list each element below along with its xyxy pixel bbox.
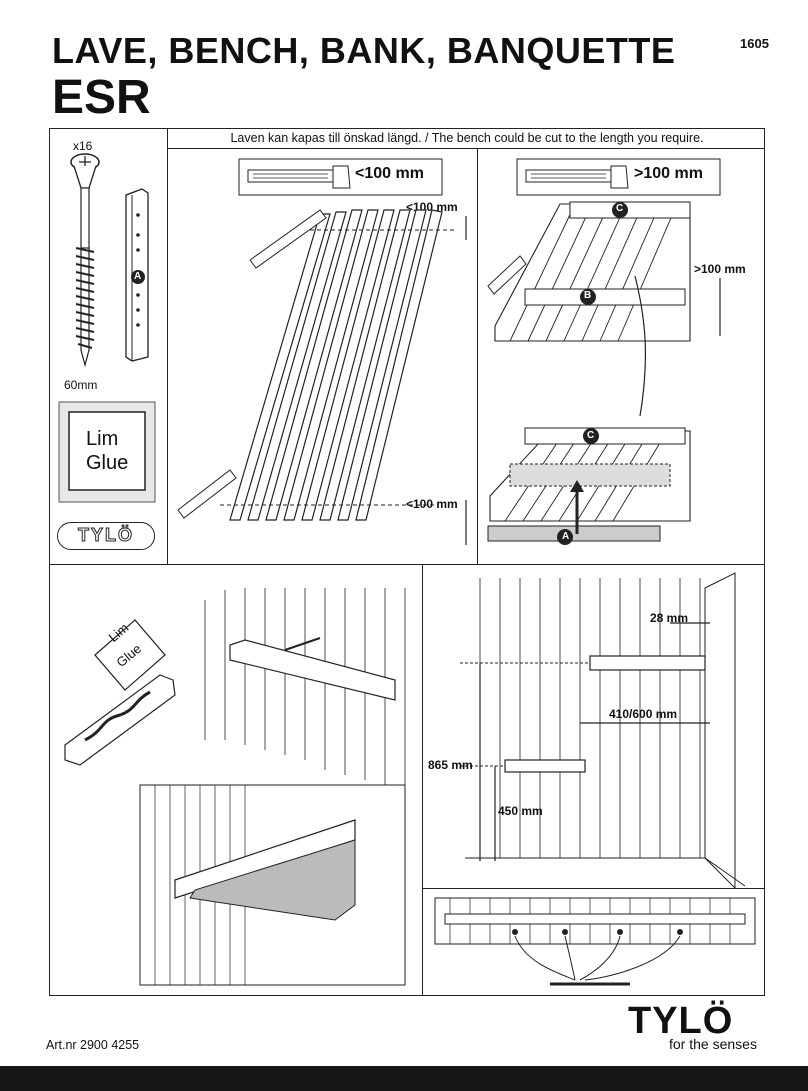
brand-tagline: for the senses xyxy=(669,1036,757,1052)
document-title: LAVE, BENCH, BANK, BANQUETTE xyxy=(52,30,676,71)
dim-height-low: 450 mm xyxy=(498,804,543,818)
saw-icon-short xyxy=(238,158,443,196)
footer-bar xyxy=(0,1066,808,1091)
screw-quantity: x16 xyxy=(73,139,93,153)
article-number: Art.nr 2900 4255 xyxy=(46,1038,140,1052)
label-b: B xyxy=(584,290,592,301)
screw-length: 60mm xyxy=(64,378,98,392)
tylo-badge: TYLÖ xyxy=(57,522,155,550)
dim-right-long: >100 mm xyxy=(694,262,746,276)
label-c-bottom: C xyxy=(587,430,595,441)
glue-package-icon xyxy=(58,401,156,503)
cut-caption: Laven kan kapas till önskad längd. / The… xyxy=(230,131,704,145)
saw-icon-long xyxy=(516,158,721,196)
instruction-frame xyxy=(49,128,765,996)
divider-bench-view xyxy=(423,888,765,889)
bracket-a-icon xyxy=(125,188,149,362)
model-name: ESR xyxy=(52,71,151,124)
dim-wall-gap: 28 mm xyxy=(650,611,689,625)
bench-mounting-illustration xyxy=(64,588,406,986)
bench-underside-illustration xyxy=(434,897,756,986)
dim-height-top: 865 mm xyxy=(428,758,473,772)
divider-horizontal xyxy=(49,564,765,565)
glue-label-en: Glue xyxy=(86,452,129,474)
label-a: A xyxy=(562,531,570,542)
dim-bracket-spacing: 410/600 mm xyxy=(609,707,678,721)
bracket-a-label: A xyxy=(134,271,142,282)
tylo-logo: TYLÖ xyxy=(628,1000,734,1042)
divider-caption xyxy=(168,148,765,149)
label-c-top: C xyxy=(616,203,624,214)
divider-parts xyxy=(167,128,168,564)
divider-cut xyxy=(477,148,478,564)
divider-mount xyxy=(422,564,423,996)
dim-bottom-short: <100 mm xyxy=(406,497,458,511)
glue-label-sv: Lim xyxy=(86,428,119,450)
wall-dimensions-illustration xyxy=(460,572,746,888)
bench-assembly-illustration xyxy=(487,201,721,545)
cut-short-label: <100 mm xyxy=(355,165,424,182)
bench-slats-illustration xyxy=(177,209,467,545)
document-number: 1605 xyxy=(740,36,769,51)
cut-long-label: >100 mm xyxy=(634,165,703,182)
screw-icon xyxy=(70,153,100,368)
